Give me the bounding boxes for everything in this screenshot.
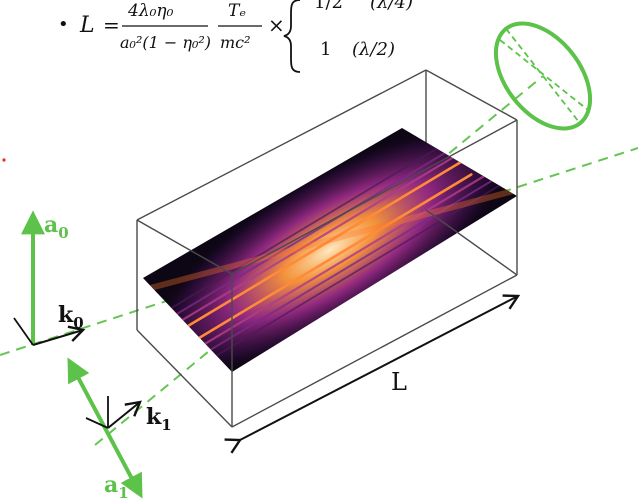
formula-case2-condition: (λ/2): [352, 39, 395, 60]
scattered-vectors: k1 a1: [67, 357, 172, 501]
formula-bullet: •: [58, 14, 69, 35]
k1-label: k1: [146, 404, 172, 434]
edge-marker: [2, 158, 6, 162]
formula-times: ×: [268, 13, 285, 37]
formula-case1-value: 1/2: [314, 0, 343, 13]
a1-label: a1: [104, 472, 129, 501]
a0-label: a0: [44, 212, 69, 242]
formula-lhs: L: [79, 13, 95, 38]
formula: • L = 4λ₀η₀ a₀²(1 − η₀²) Tₑ mc² × 1/2 (λ…: [58, 0, 413, 73]
k0-axis-down: [13, 317, 34, 346]
formula-equals: =: [103, 13, 120, 37]
formula-fraction2-numerator: Tₑ: [228, 1, 246, 21]
k1-arrow: [107, 400, 142, 429]
formula-case2-value: 1: [320, 39, 331, 60]
formula-fraction2-denominator: mc²: [220, 33, 251, 52]
formula-case1-condition: (λ/4): [370, 0, 413, 13]
formula-fraction1-numerator: 4λ₀η₀: [127, 1, 174, 21]
beam-axis-upper: [0, 147, 638, 356]
a1-arrow: [67, 357, 143, 499]
length-dimension: L: [224, 294, 521, 454]
formula-brace: [283, 0, 301, 73]
k0-arrow: [32, 325, 86, 346]
pump-vectors: a0 k0: [13, 210, 86, 346]
length-label: L: [391, 368, 407, 396]
k1-axis-left: [85, 417, 109, 429]
formula-fraction1-denominator: a₀²(1 − η₀²): [120, 33, 211, 52]
k0-label: k0: [58, 302, 84, 332]
